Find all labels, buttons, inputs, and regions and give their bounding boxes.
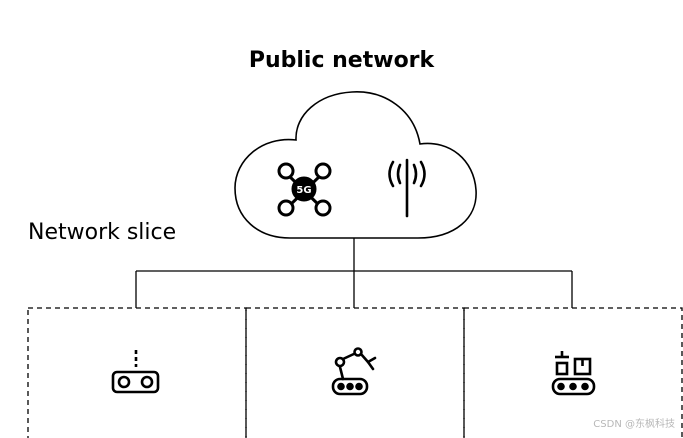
network-slice-label: Network slice (28, 220, 177, 245)
public-network-cloud (234, 91, 477, 239)
slice-box-2 (245, 307, 465, 438)
watermark: CSDN @东枫科技 (593, 419, 675, 430)
drone-5g-icon (277, 162, 332, 217)
slice-box-3 (463, 307, 683, 438)
conveyor-icon (551, 351, 596, 396)
slice-boxes (27, 307, 683, 438)
connector-tree (135, 238, 573, 308)
drone-5g-badge: 5G (296, 185, 311, 196)
diagram-title: Public network (248, 48, 435, 73)
antenna-icon (388, 158, 426, 218)
vr-headset-icon (111, 350, 160, 394)
robot-arm-icon (331, 347, 377, 396)
